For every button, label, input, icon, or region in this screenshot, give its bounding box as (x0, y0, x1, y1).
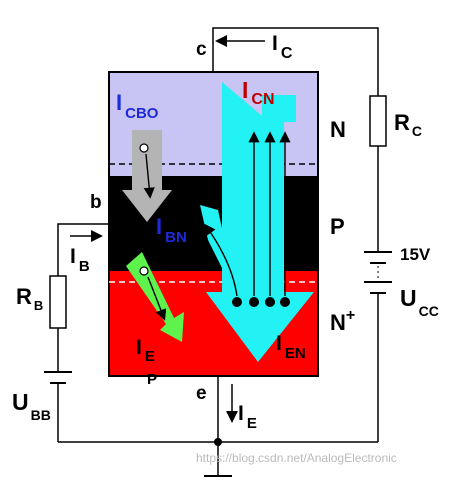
resistor-rc-symbol (369, 95, 387, 147)
iep-green-arrow (126, 252, 184, 342)
electron-paths (143, 131, 291, 321)
collector-terminal-label: c (196, 39, 207, 60)
icn-ien-big-arrow (206, 82, 314, 362)
emitter-terminal-label: e (196, 383, 207, 404)
icbo-hole (139, 143, 149, 153)
ucc-value-label: 15V (400, 245, 431, 264)
icbo-gray-arrow (122, 130, 172, 222)
iep-label-sub2: P (147, 371, 157, 388)
ibn-small-arrow (200, 205, 244, 268)
electrons (232, 297, 290, 307)
resistor-rb-symbol (49, 275, 67, 329)
emitter-region-label: N+ (330, 307, 355, 335)
collector-region-label: N (330, 117, 346, 142)
base-region-label: P (330, 214, 345, 239)
base-terminal-label: b (90, 192, 102, 213)
watermark: https://blog.csdn.net/AnalogElectronic (196, 451, 397, 465)
ground-node (214, 438, 222, 446)
iep-hole (139, 266, 149, 276)
battery-ubb-symbol (44, 371, 72, 384)
